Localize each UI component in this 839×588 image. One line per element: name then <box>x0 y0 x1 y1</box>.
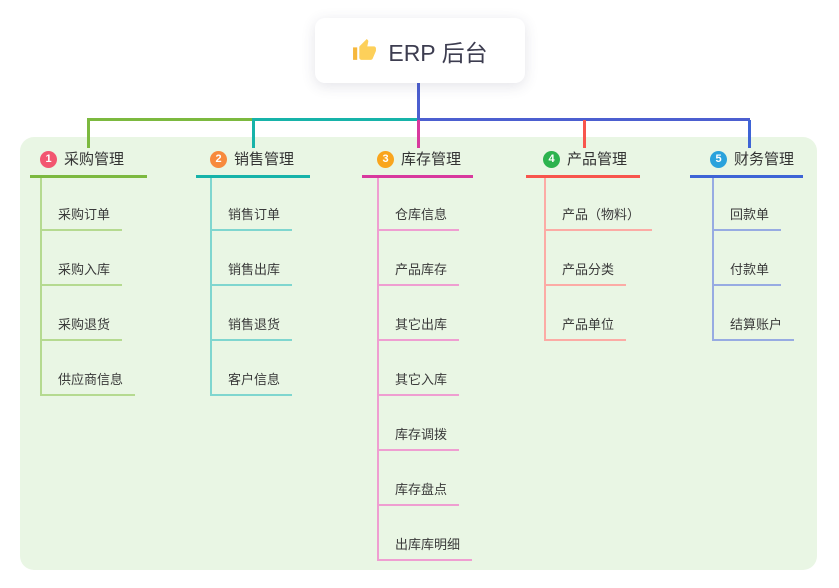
child-label: 其它出库 <box>395 317 448 332</box>
child-node[interactable]: 采购退货 <box>40 316 123 341</box>
branch-title: 库存管理 <box>401 151 462 168</box>
branch-badge: 3 <box>377 151 394 168</box>
connector-rail-left-teal <box>252 118 419 121</box>
branch-node-5[interactable]: 5 财务管理 <box>690 150 803 178</box>
branch-title: 财务管理 <box>734 151 795 168</box>
child-label: 回款单 <box>730 207 770 222</box>
connector-rail-left-green <box>87 118 254 121</box>
child-label: 采购退货 <box>58 317 111 332</box>
branch-trunk-line <box>210 176 212 396</box>
child-node[interactable]: 产品单位 <box>544 316 627 341</box>
child-node[interactable]: 产品分类 <box>544 261 627 286</box>
child-label: 产品（物料） <box>562 207 641 222</box>
connector-drop-branch-4 <box>583 120 586 148</box>
child-label: 库存盘点 <box>395 482 448 497</box>
child-node[interactable]: 客户信息 <box>210 371 293 396</box>
child-label: 产品分类 <box>562 262 615 277</box>
branches-panel <box>20 137 817 570</box>
connector-drop-branch-1 <box>87 120 90 148</box>
branch-trunk-line <box>377 176 379 561</box>
child-label: 结算账户 <box>730 317 783 332</box>
connector-drop-branch-3 <box>417 120 420 148</box>
child-label: 客户信息 <box>228 372 281 387</box>
root-title: ERP 后台 <box>388 39 488 66</box>
child-node[interactable]: 供应商信息 <box>40 371 136 396</box>
child-node[interactable]: 结算账户 <box>712 316 795 341</box>
child-label: 付款单 <box>730 262 770 277</box>
branch-title: 产品管理 <box>567 151 628 168</box>
child-node[interactable]: 其它入库 <box>377 371 460 396</box>
child-label: 采购入库 <box>58 262 111 277</box>
branch-node-4[interactable]: 4 产品管理 <box>526 150 640 178</box>
child-node[interactable]: 产品（物料） <box>544 206 653 231</box>
root-node[interactable]: ERP 后台 <box>315 18 525 83</box>
child-label: 采购订单 <box>58 207 111 222</box>
child-node[interactable]: 回款单 <box>712 206 782 231</box>
child-label: 产品单位 <box>562 317 615 332</box>
branch-title: 采购管理 <box>64 151 125 168</box>
child-label: 销售退货 <box>228 317 281 332</box>
branch-node-3[interactable]: 3 库存管理 <box>362 150 473 178</box>
child-label: 出库库明细 <box>395 537 461 552</box>
child-label: 其它入库 <box>395 372 448 387</box>
child-node[interactable]: 付款单 <box>712 261 782 286</box>
branch-trunk-line <box>712 176 714 341</box>
branch-badge: 4 <box>543 151 560 168</box>
branch-badge: 5 <box>710 151 727 168</box>
child-node[interactable]: 产品库存 <box>377 261 460 286</box>
branch-badge: 2 <box>210 151 227 168</box>
thumbs-up-icon <box>352 38 377 63</box>
connector-drop-branch-5 <box>748 120 751 148</box>
connector-root-vertical <box>417 83 420 121</box>
connector-drop-branch-2 <box>252 120 255 148</box>
child-label: 销售出库 <box>228 262 281 277</box>
child-node[interactable]: 库存盘点 <box>377 481 460 506</box>
connector-rail-right <box>417 118 750 121</box>
child-node[interactable]: 销售退货 <box>210 316 293 341</box>
child-node[interactable]: 其它出库 <box>377 316 460 341</box>
child-node[interactable]: 销售出库 <box>210 261 293 286</box>
branch-trunk-line <box>544 176 546 341</box>
branch-node-1[interactable]: 1 采购管理 <box>30 150 147 178</box>
child-label: 库存调拨 <box>395 427 448 442</box>
child-label: 销售订单 <box>228 207 281 222</box>
child-label: 供应商信息 <box>58 372 124 387</box>
child-node[interactable]: 采购订单 <box>40 206 123 231</box>
branch-trunk-line <box>40 176 42 396</box>
branch-title: 销售管理 <box>234 151 295 168</box>
branch-badge: 1 <box>40 151 57 168</box>
child-node[interactable]: 销售订单 <box>210 206 293 231</box>
child-node[interactable]: 库存调拨 <box>377 426 460 451</box>
child-node[interactable]: 仓库信息 <box>377 206 460 231</box>
child-label: 产品库存 <box>395 262 448 277</box>
child-node[interactable]: 出库库明细 <box>377 536 473 561</box>
child-label: 仓库信息 <box>395 207 448 222</box>
child-node[interactable]: 采购入库 <box>40 261 123 286</box>
branch-node-2[interactable]: 2 销售管理 <box>196 150 310 178</box>
